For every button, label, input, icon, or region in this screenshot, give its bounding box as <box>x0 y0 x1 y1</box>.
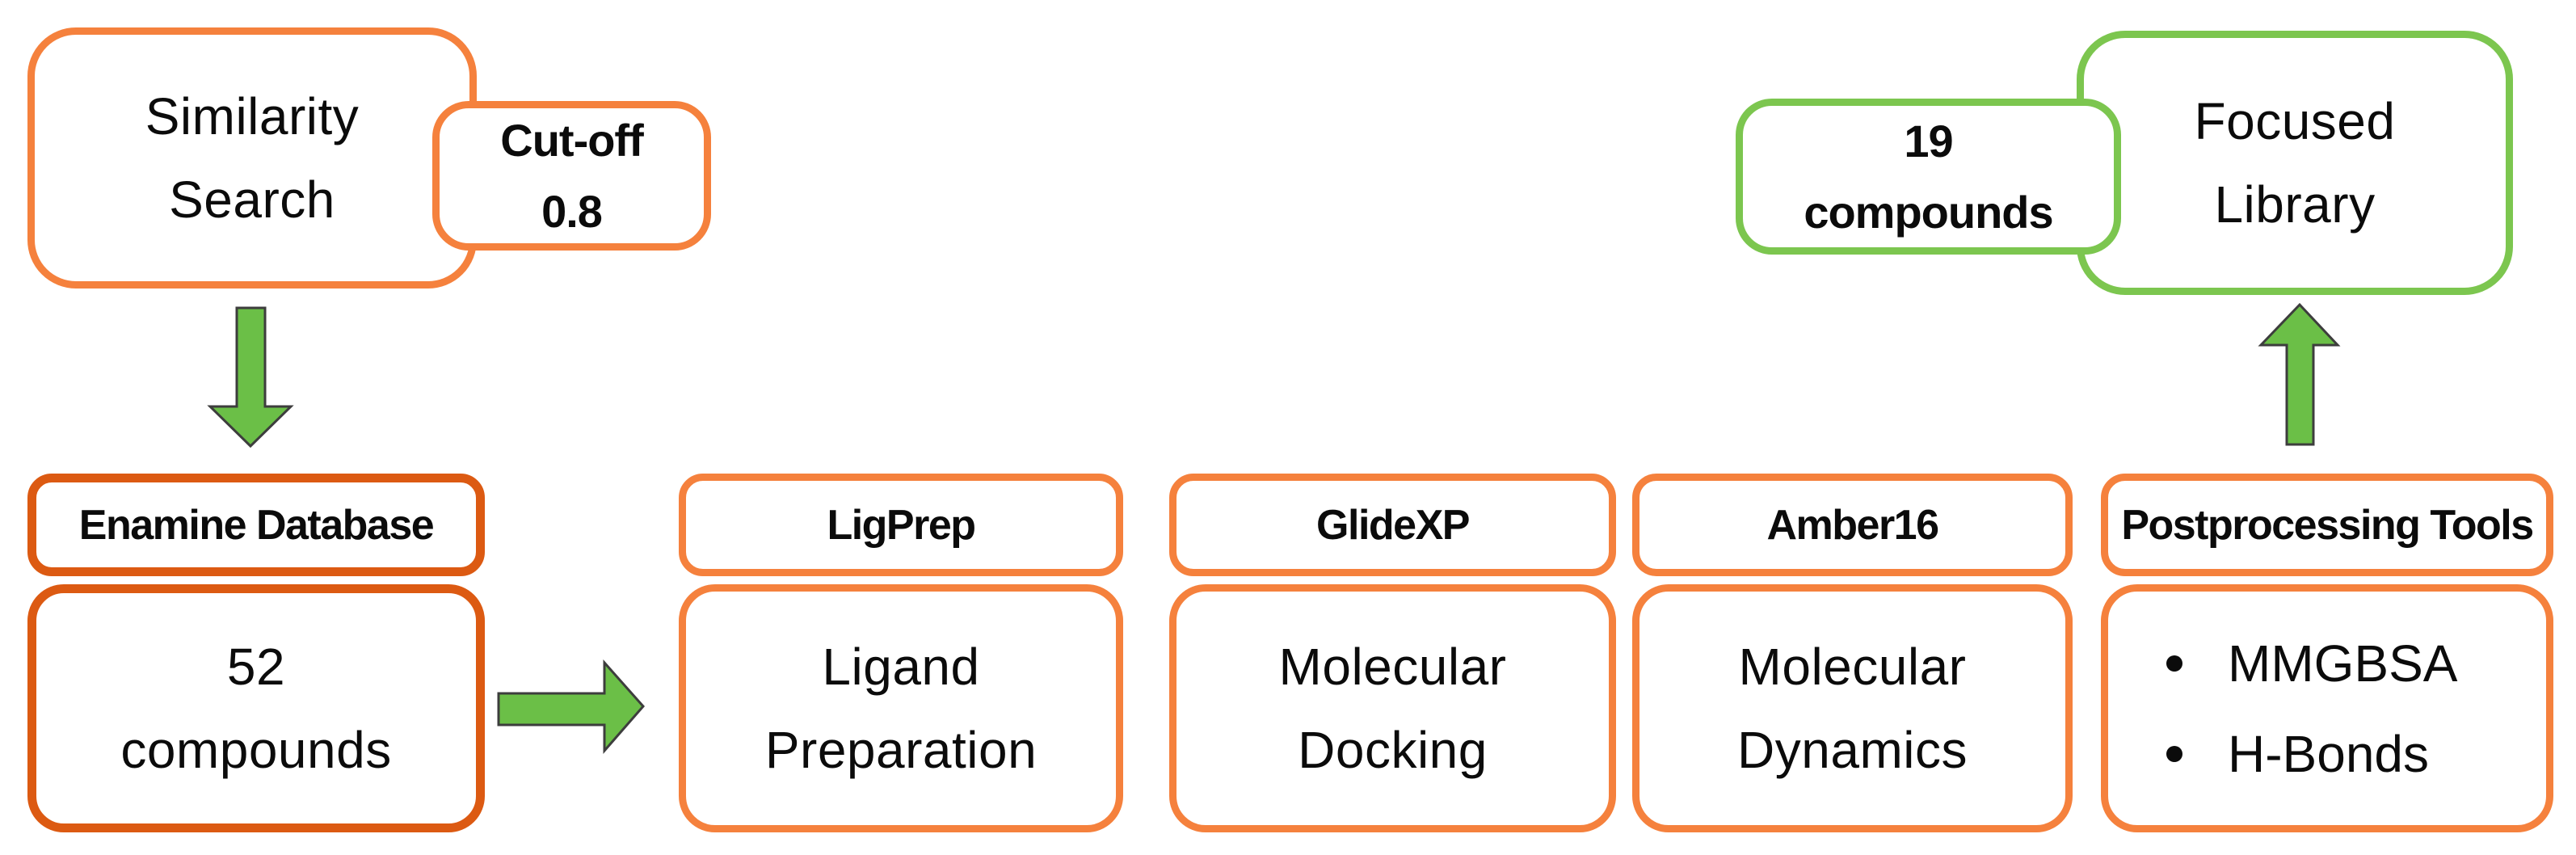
up-arrow-icon <box>2258 302 2341 446</box>
compounds-19-line2: compounds <box>1804 186 2053 238</box>
compounds-52-box: 52 compounds <box>27 584 485 832</box>
cutoff-line1: Cut-off <box>500 114 643 166</box>
enamine-database-label: Enamine Database <box>78 501 435 549</box>
similarity-search-box: Similarity Search <box>27 27 477 289</box>
bullet-item-mmgbsa: MMGBSA <box>2166 618 2457 709</box>
postprocessing-results-box: MMGBSA H-Bonds <box>2101 584 2553 832</box>
molecular-docking-box: Molecular Docking <box>1169 584 1616 832</box>
molecular-docking-line1: Molecular <box>1278 637 1507 696</box>
ligand-preparation-line1: Ligand <box>822 637 980 696</box>
glidexp-label-box: GlideXP <box>1169 474 1616 576</box>
postprocessing-tools-label-box: Postprocessing Tools <box>2101 474 2553 576</box>
bullet-text-hbonds: H-Bonds <box>2228 724 2429 783</box>
right-arrow-icon <box>497 659 645 754</box>
ligand-preparation-box: Ligand Preparation <box>679 584 1123 832</box>
amber16-label: Amber16 <box>1766 501 1939 549</box>
bullet-item-hbonds: H-Bonds <box>2166 709 2429 799</box>
bullet-dot-icon <box>2166 655 2182 672</box>
amber16-label-box: Amber16 <box>1632 474 2073 576</box>
compounds-52-line1: 52 <box>226 637 286 696</box>
cutoff-box: Cut-off 0.8 <box>432 101 711 251</box>
similarity-search-line1: Similarity <box>145 86 360 145</box>
molecular-dynamics-line1: Molecular <box>1738 637 1967 696</box>
compounds-52-line2: compounds <box>120 720 392 779</box>
glidexp-label: GlideXP <box>1316 501 1470 549</box>
similarity-search-line2: Search <box>169 170 335 229</box>
ligand-preparation-line2: Preparation <box>764 720 1038 779</box>
ligprep-label-box: LigPrep <box>679 474 1123 576</box>
focused-library-line2: Library <box>2214 175 2376 234</box>
bullet-dot-icon <box>2166 745 2182 762</box>
compounds-19-line1: 19 <box>1904 115 1953 166</box>
ligprep-label: LigPrep <box>827 501 976 549</box>
postprocessing-tools-label: Postprocessing Tools <box>2121 501 2534 549</box>
down-arrow-icon <box>207 306 294 449</box>
molecular-docking-line2: Docking <box>1298 720 1488 779</box>
cutoff-line2: 0.8 <box>541 185 603 237</box>
molecular-dynamics-line2: Dynamics <box>1737 720 1968 779</box>
bullet-text-mmgbsa: MMGBSA <box>2228 634 2458 693</box>
focused-library-line1: Focused <box>2194 91 2396 150</box>
compounds-19-box: 19 compounds <box>1736 99 2121 255</box>
focused-library-box: Focused Library <box>2077 31 2513 295</box>
enamine-database-label-box: Enamine Database <box>27 474 485 576</box>
molecular-dynamics-box: Molecular Dynamics <box>1632 584 2073 832</box>
